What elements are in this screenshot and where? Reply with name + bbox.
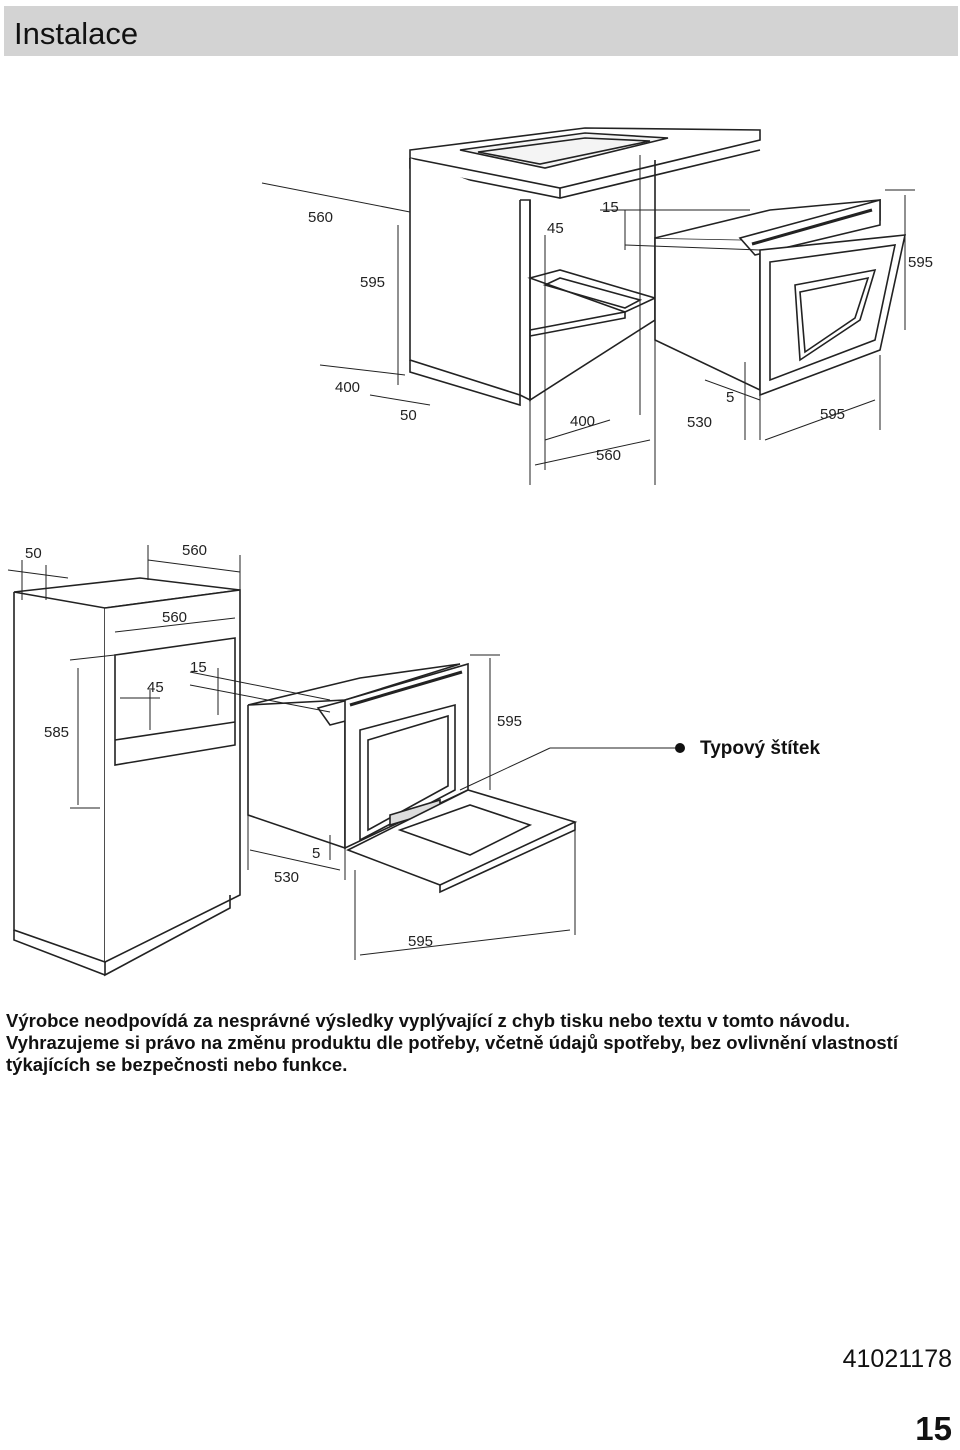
section-title: Instalace (14, 16, 139, 51)
page-number: 15 (915, 1410, 952, 1447)
dim-label: 400 (570, 413, 595, 430)
dim-label: 595 (820, 406, 845, 423)
dim-label: 530 (274, 869, 299, 886)
dim-label: 595 (408, 933, 433, 950)
dim-label: 560 (162, 609, 187, 626)
dim-label: 560 (182, 542, 207, 559)
dim-label: 530 (687, 414, 712, 431)
dim-label: 45 (147, 679, 164, 696)
dim-label: 595 (908, 254, 933, 271)
installation-diagram-bottom: 50 560 560 15 45 585 595 5 530 595 (7, 542, 685, 977)
dim-label: 560 (596, 447, 621, 464)
dim-label: 585 (44, 724, 69, 741)
dim-label: 50 (400, 407, 417, 424)
dim-label: 45 (547, 220, 564, 237)
dim-label: 15 (190, 659, 207, 676)
dim-label: 5 (726, 389, 734, 406)
disclaimer-text: Výrobce neodpovídá za nesprávné výsledky… (6, 1010, 898, 1075)
dim-label: 50 (25, 545, 42, 562)
document-number: 41021178 (842, 1345, 952, 1373)
dim-label: 15 (602, 199, 619, 216)
section-header-bar: Instalace (4, 6, 958, 56)
dim-label: 400 (335, 379, 360, 396)
dim-label: 595 (360, 274, 385, 291)
dim-label: 560 (308, 209, 333, 226)
dim-label: 595 (497, 713, 522, 730)
installation-diagram-top: 560 595 45 15 595 400 50 400 560 5 530 5… (261, 127, 933, 485)
rating-plate-label: Typový štítek (700, 738, 821, 759)
dim-label: 5 (312, 845, 320, 862)
